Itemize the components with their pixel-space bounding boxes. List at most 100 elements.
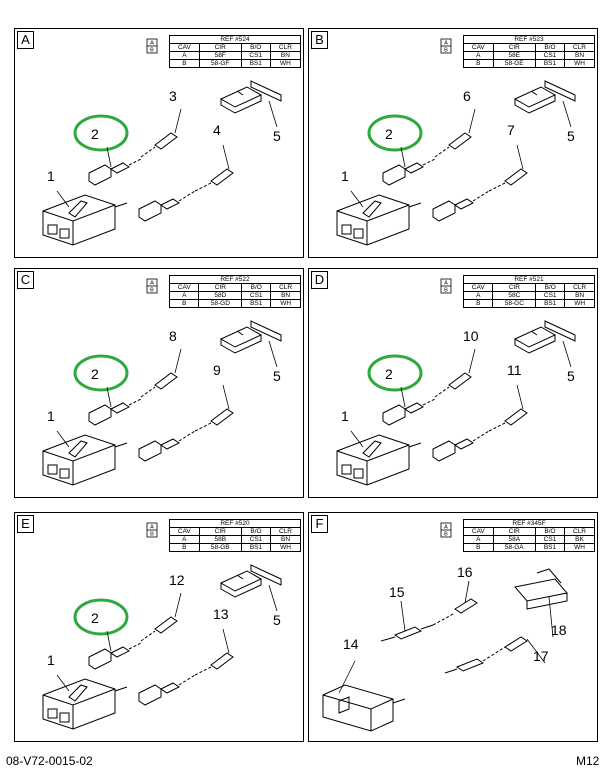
col-header: CAV: [169, 43, 200, 52]
cavity-orientation-icon: A B: [440, 278, 452, 294]
leader-line: [468, 348, 476, 374]
svg-text:B: B: [444, 48, 448, 54]
table-cell: B: [462, 299, 494, 308]
col-header: B/O: [535, 283, 566, 292]
col-header: CIR: [492, 527, 536, 536]
leader-line: [106, 630, 112, 652]
table-cell: 58-GC: [492, 299, 537, 308]
diagram-art: [322, 568, 568, 732]
drawing-id: 08-V72-0015-02: [6, 754, 93, 768]
col-header: CAV: [462, 283, 494, 292]
col-header: CLR: [270, 527, 301, 536]
leader-line: [526, 638, 546, 664]
seal-4: [194, 408, 234, 432]
leader-line: [222, 144, 230, 170]
col-header: CIR: [492, 283, 537, 292]
leader-line: [56, 674, 70, 692]
seal-3: [434, 132, 472, 158]
table-cell: A: [169, 51, 200, 60]
terminal-2: [88, 158, 142, 186]
callout-number: 2: [385, 366, 393, 382]
leader-line: [464, 580, 470, 604]
callout-number: 8: [169, 328, 177, 344]
table-cell: WH: [269, 59, 302, 68]
table-cell: WH: [270, 543, 301, 552]
col-header: CAV: [463, 527, 494, 536]
svg-text:A: A: [150, 41, 154, 47]
callout-number: 2: [91, 366, 99, 382]
leader-line: [174, 108, 182, 134]
terminal-2: [382, 158, 436, 186]
callout-number: 11: [507, 362, 522, 378]
col-header: CLR: [564, 43, 595, 52]
leader-line: [268, 584, 278, 612]
seal-3: [140, 132, 178, 158]
leader-line: [400, 600, 406, 632]
leader-line: [174, 348, 182, 374]
ref-title: REF #345F: [463, 519, 595, 528]
callout-number: 1: [47, 168, 55, 184]
highlight-circle: [73, 598, 129, 636]
leader-line: [222, 384, 230, 410]
col-header: CAV: [168, 283, 200, 292]
svg-text:B: B: [150, 532, 154, 538]
panel-label: D: [311, 271, 328, 289]
col-header: CIR: [198, 527, 242, 536]
callout-number: 2: [91, 610, 99, 626]
leader-line: [106, 146, 112, 168]
cavity-orientation-icon: A B: [146, 278, 158, 294]
leader-line: [516, 384, 524, 410]
callout-number: 16: [457, 564, 473, 580]
callout-number: 2: [385, 126, 393, 142]
col-header: CLR: [270, 283, 301, 292]
callout-number: 15: [389, 584, 405, 600]
housing-connector: [42, 434, 128, 486]
table-cell: 58B: [198, 535, 242, 544]
callout-number: 3: [169, 88, 177, 104]
leader-line: [562, 100, 572, 128]
svg-text:A: A: [444, 525, 448, 531]
table-cell: 58-GF: [198, 59, 242, 68]
leader-line: [516, 144, 524, 170]
table-cell: 58C: [492, 291, 537, 300]
callout-number: 10: [463, 328, 479, 344]
table-cell: CS1: [535, 291, 566, 300]
col-header: B/O: [241, 283, 272, 292]
terminal-2: [88, 642, 142, 670]
leader-line: [222, 628, 230, 654]
callout-number: 2: [91, 126, 99, 142]
svg-text:B: B: [444, 288, 448, 294]
seal-4: [194, 168, 234, 192]
table-cell: BN: [270, 291, 301, 300]
col-header: CIR: [198, 283, 243, 292]
leader-line: [174, 592, 182, 618]
table-cell: BS1: [534, 59, 566, 68]
diagram-art: [336, 80, 576, 246]
table-cell: CS1: [534, 535, 566, 544]
callout-number: 13: [213, 606, 229, 622]
table-cell: B: [168, 299, 200, 308]
panel-label: A: [17, 31, 34, 49]
panel-label: C: [17, 271, 34, 289]
seal-4: [488, 408, 528, 432]
callout-number: 17: [533, 648, 549, 664]
seal-3: [140, 372, 178, 398]
leader-line: [56, 430, 70, 448]
diagram-art: [42, 320, 282, 486]
svg-text:A: A: [150, 281, 154, 287]
terminal-2: [88, 398, 142, 426]
leader-line: [468, 108, 476, 134]
